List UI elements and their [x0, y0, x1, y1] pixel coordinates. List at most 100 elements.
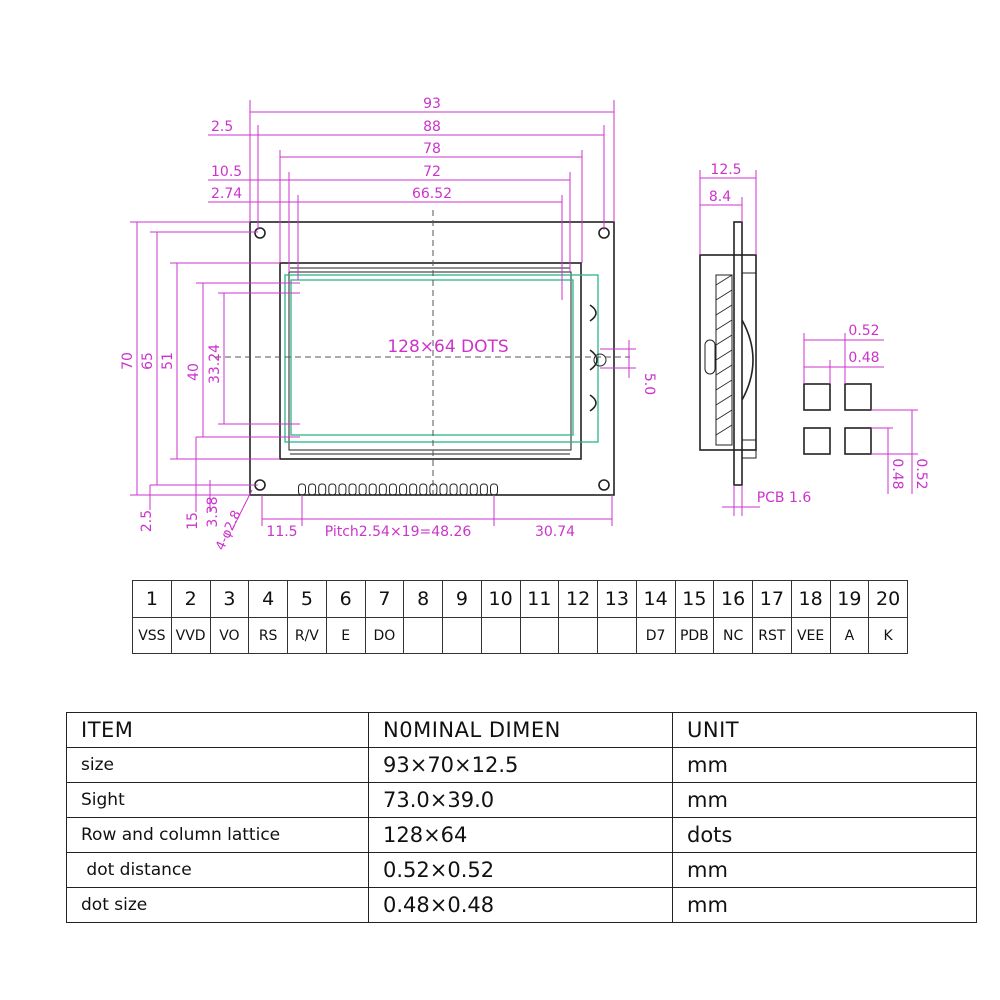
header-pin [409, 483, 418, 496]
spec-value: 93×70×12.5 [368, 747, 673, 783]
spec-table: ITEM N0MINAL DIMEN UNIT size 93×70×12.5 … [66, 712, 977, 923]
side-lcd-glass [715, 274, 733, 446]
pin-signal [480, 617, 521, 654]
spec-value: 73.0×39.0 [368, 782, 673, 818]
dim-70: 70 [120, 352, 136, 370]
pin-number: 15 [674, 580, 715, 618]
pin-signal [403, 617, 443, 654]
spec-value: 0.52×0.52 [368, 852, 673, 888]
top-dimensions: 93 88 78 72 66.52 2.5 10.5 2.74 [208, 96, 615, 300]
spec-item: dot size [66, 887, 369, 923]
pin-number: 17 [752, 580, 792, 618]
spec-unit: dots [672, 817, 977, 853]
spec-item: size [66, 747, 369, 783]
header-pin [449, 483, 458, 496]
dim-40: 40 [186, 363, 202, 381]
header-pin [348, 483, 357, 496]
spec-header-unit: UNIT [672, 712, 977, 748]
dim-0-52-v: 0.52 [913, 458, 929, 489]
view-area [284, 274, 599, 443]
header-pin [459, 483, 468, 496]
pin-signal [519, 617, 560, 654]
dim-88: 88 [423, 119, 441, 135]
header-pin [358, 483, 367, 496]
vertical-dimensions: 70 65 51 40 33.24 5.0 [120, 221, 657, 496]
spec-header-row: ITEM N0MINAL DIMEN UNIT [66, 712, 977, 748]
pin-number: 19 [829, 580, 870, 618]
pin-signal: PDB [674, 617, 715, 654]
dim-2-5-top: 2.5 [211, 119, 233, 135]
dim-12-5: 12.5 [710, 162, 741, 178]
spec-unit: mm [672, 747, 977, 783]
header-pin [479, 483, 488, 496]
spec-row: Row and column lattice 128×64 dots [66, 817, 977, 853]
dim-0-48-v: 0.48 [889, 458, 905, 489]
pin-number: 13 [597, 580, 637, 618]
dot-square [844, 383, 872, 411]
pin-number: 16 [713, 580, 753, 618]
spec-header-item: ITEM [66, 712, 369, 748]
dim-66-52: 66.52 [412, 186, 452, 202]
header-pin [399, 483, 408, 496]
spec-item: Row and column lattice [66, 817, 369, 853]
mounting-hole [598, 479, 610, 491]
dim-3-38: 3.38 [205, 496, 221, 527]
header-pin [338, 483, 347, 496]
mounting-hole [254, 227, 266, 239]
dim-33-24: 33.24 [207, 344, 223, 384]
dot-square [844, 427, 872, 455]
dim-11-5: 11.5 [266, 524, 297, 540]
pin-number: 1 [132, 580, 172, 618]
pin-number: 9 [442, 580, 482, 618]
pin-number: 3 [209, 580, 250, 618]
pin-signal: K [868, 617, 908, 654]
spec-unit: mm [672, 887, 977, 923]
header-pin [469, 483, 478, 496]
pin-number: 12 [558, 580, 598, 618]
header-pin [439, 483, 448, 496]
pin-signal [442, 617, 482, 654]
pin-number: 10 [480, 580, 521, 618]
dim-72: 72 [423, 164, 441, 180]
bottom-dimensions: 2.5 15 3.38 4-φ2.8 11.5 Pitch2.54×19=48.… [139, 437, 613, 553]
spec-unit: mm [672, 782, 977, 818]
dim-pitch: Pitch2.54×19=48.26 [325, 524, 472, 540]
pin-number: 18 [790, 580, 831, 618]
pin-signal: VVD [170, 617, 211, 654]
spec-header-dimen: N0MINAL DIMEN [368, 712, 673, 748]
pin-signal: DO [364, 617, 405, 654]
pin-signal: NC [713, 617, 753, 654]
pin-signal: RST [752, 617, 792, 654]
dim-2-5-bottom: 2.5 [139, 510, 155, 532]
pin-number: 4 [248, 580, 288, 618]
dim-0-52-h: 0.52 [848, 323, 879, 339]
pin-number: 20 [868, 580, 908, 618]
pin-signal: VO [209, 617, 250, 654]
dim-10-5: 10.5 [211, 164, 242, 180]
spec-row: Sight 73.0×39.0 mm [66, 782, 977, 818]
header-pin [368, 483, 377, 496]
spec-row: dot distance 0.52×0.52 mm [66, 852, 977, 888]
spec-item: Sight [66, 782, 369, 818]
pcb-label: PCB 1.6 [757, 490, 812, 506]
pin-number: 8 [403, 580, 443, 618]
pin-signal: VEE [790, 617, 831, 654]
pin-signal: RS [248, 617, 288, 654]
pin-number: 11 [519, 580, 560, 618]
header-pin [378, 483, 387, 496]
display-frame [279, 262, 582, 460]
header-pin [328, 483, 337, 496]
dim-65: 65 [140, 352, 156, 370]
pin-number: 14 [635, 580, 676, 618]
dim-2-74: 2.74 [211, 186, 242, 202]
pin-number: 2 [170, 580, 211, 618]
header-pin [419, 483, 428, 496]
dot-square [803, 383, 831, 411]
backlight-led [589, 304, 607, 412]
header-pin [490, 483, 498, 496]
display-bezel [288, 271, 572, 451]
spec-row: dot size 0.48×0.48 mm [66, 887, 977, 923]
dim-0-48-h: 0.48 [848, 350, 879, 366]
